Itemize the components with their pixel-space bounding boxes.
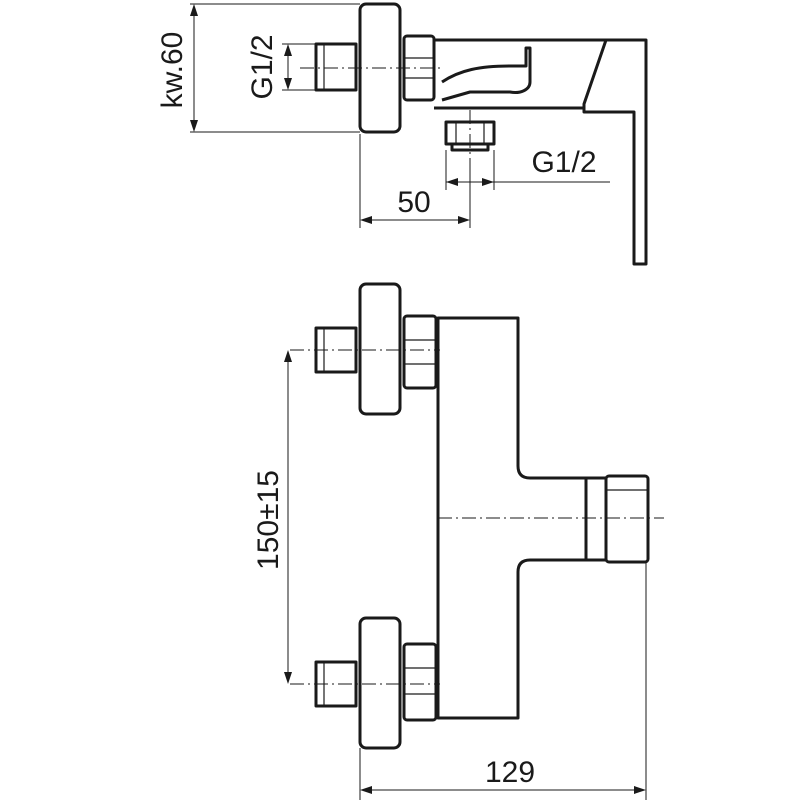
dim-outlet-offset: 50	[359, 134, 471, 228]
spacing-label: 150±15	[252, 470, 285, 570]
dim-overall-width: 129	[359, 562, 647, 800]
inlet-thread-label: G1/2	[246, 34, 279, 99]
top-lever	[582, 38, 648, 266]
outlet-offset-label: 50	[397, 186, 430, 219]
dim-inlet-spacing: 150±15	[252, 350, 292, 684]
front-view: 150±15 129	[252, 282, 664, 800]
front-control-knob	[604, 474, 650, 564]
front-lower-nut	[402, 642, 438, 722]
depth-label: kw.60	[156, 32, 189, 109]
dim-depth: kw.60	[156, 3, 360, 133]
dim-inlet-thread: G1/2	[246, 34, 316, 100]
front-lower-flange	[358, 616, 402, 750]
dim-outlet-thread: G1/2	[445, 146, 610, 190]
outlet-thread-label: G1/2	[531, 146, 596, 179]
width-label: 129	[485, 756, 535, 789]
front-upper-flange	[358, 282, 402, 416]
top-view: kw.60 G1/2 G1/2 50	[156, 2, 648, 266]
front-upper-nut	[402, 314, 438, 390]
top-diverter	[441, 46, 532, 102]
top-inlet-stub	[314, 42, 358, 92]
front-control-cartridge	[584, 476, 608, 562]
